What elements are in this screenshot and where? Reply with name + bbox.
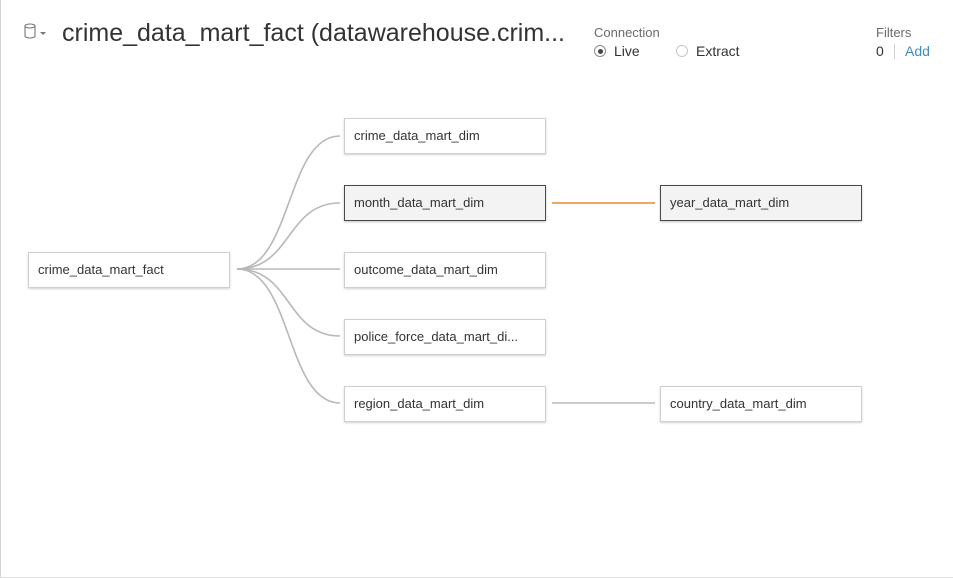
connection-live-radio[interactable]: Live	[594, 43, 640, 59]
radio-selected-icon	[594, 45, 606, 57]
chevron-down-icon	[40, 32, 46, 35]
connection-extract-label: Extract	[696, 43, 740, 59]
filters-add-link[interactable]: Add	[905, 43, 930, 59]
filters-count: 0	[876, 43, 884, 59]
connection-live-label: Live	[614, 43, 640, 59]
canvas-left-border	[0, 0, 1, 578]
table-year-data-mart-dim[interactable]: year_data_mart_dim	[660, 185, 862, 221]
table-crime-data-mart-dim[interactable]: crime_data_mart_dim	[344, 118, 546, 154]
filters-divider	[894, 44, 895, 59]
database-icon[interactable]	[22, 22, 50, 42]
join-link-region	[236, 268, 341, 404]
join-link-crime	[236, 135, 341, 270]
table-region-data-mart-dim[interactable]: region_data_mart_dim	[344, 386, 546, 422]
join-link-police-force	[236, 268, 341, 337]
table-month-data-mart-dim[interactable]: month_data_mart_dim	[344, 185, 546, 221]
radio-unselected-icon	[676, 45, 688, 57]
table-outcome-data-mart-dim[interactable]: outcome_data_mart_dim	[344, 252, 546, 288]
table-police-force-data-mart-dim[interactable]: police_force_data_mart_di...	[344, 319, 546, 355]
connection-extract-radio[interactable]: Extract	[676, 43, 740, 59]
table-country-data-mart-dim[interactable]: country_data_mart_dim	[660, 386, 862, 422]
table-crime-data-mart-fact[interactable]: crime_data_mart_fact	[28, 252, 230, 288]
filters-label: Filters	[876, 25, 912, 40]
join-link-month	[236, 202, 341, 270]
connection-label: Connection	[594, 25, 660, 40]
